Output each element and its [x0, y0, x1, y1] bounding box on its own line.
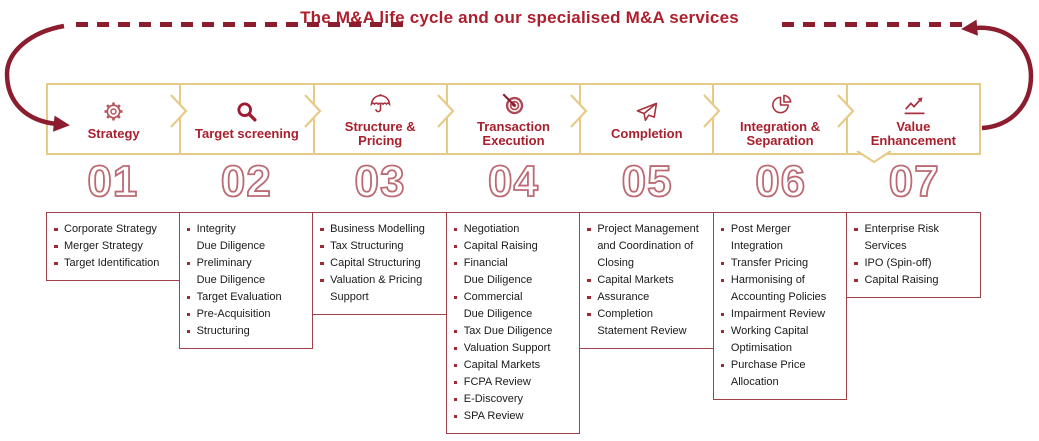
- stage-box-value-enhancement: Value Enhancement: [836, 85, 979, 153]
- stage-box-structure-pricing: Structure & Pricing: [303, 85, 446, 153]
- magnifier-icon: [235, 100, 258, 124]
- chevron-separator-icon: [170, 94, 188, 128]
- cycle-arrow-left: [4, 23, 70, 132]
- pie-chart-icon: [769, 93, 792, 117]
- service-item: Capital Markets: [585, 272, 710, 289]
- stage-number: 07: [888, 156, 940, 207]
- stage-label: Target screening: [195, 125, 299, 141]
- gear-icon: [102, 100, 125, 124]
- service-item: SPA Review: [452, 408, 577, 425]
- service-item: Valuation & Pricing Support: [318, 272, 443, 306]
- service-item: Impairment Review: [719, 306, 844, 323]
- service-item: Capital Structuring: [318, 255, 443, 272]
- service-item: Completion Statement Review: [585, 306, 710, 340]
- stage-label: Value Enhancement: [870, 118, 956, 148]
- stage-box-target-screening: Target screening: [170, 85, 312, 153]
- service-item: Tax Structuring: [318, 238, 443, 255]
- service-item: Post Merger Integration: [719, 221, 844, 255]
- service-item: Purchase Price Allocation: [719, 357, 844, 391]
- service-item: Transfer Pricing: [719, 255, 844, 272]
- service-item: Target Identification: [52, 255, 176, 272]
- service-item: Target Evaluation: [185, 289, 310, 306]
- service-item: Capital Markets: [452, 357, 577, 374]
- stage-number: 04: [487, 156, 539, 207]
- stage-number: 01: [86, 156, 139, 207]
- down-chevron-tail-icon: [856, 151, 892, 164]
- service-item: Capital Raising: [852, 272, 977, 289]
- stage-label: Completion: [611, 125, 683, 141]
- stage-label: Strategy: [87, 125, 140, 141]
- service-item: Enterprise Risk Services: [852, 221, 977, 255]
- chevron-separator-icon: [437, 94, 455, 128]
- stage-box-strategy: Strategy: [48, 85, 179, 153]
- service-item: Merger Strategy: [52, 238, 176, 255]
- service-item: IPO (Spin-off): [852, 255, 977, 272]
- dashed-line-right: [782, 22, 964, 27]
- diagram-title: The M&A life cycle and our specialised M…: [300, 8, 739, 27]
- service-item: Financial Due Diligence: [452, 255, 577, 289]
- service-list-completion: Project Management and Coordination of C…: [579, 212, 714, 349]
- chevron-separator-icon: [703, 94, 721, 128]
- service-item: FCPA Review: [452, 374, 577, 391]
- cycle-arrow-right: [961, 19, 1034, 131]
- stage-number: 03: [354, 156, 406, 207]
- service-item: Integrity Due Diligence: [185, 221, 310, 255]
- chevron-separator-icon: [836, 94, 855, 128]
- stage-number-row: 01 02 03 04 05 06 07: [46, 156, 981, 208]
- stage-header-row: Strategy Target screening: [46, 83, 981, 164]
- umbrella-icon: [369, 93, 392, 117]
- stage-number: 02: [220, 156, 272, 207]
- chevron-separator-icon: [570, 94, 588, 128]
- service-item: Capital Raising: [452, 238, 577, 255]
- dashed-line-left: [76, 22, 404, 27]
- service-item: Corporate Strategy: [52, 221, 176, 238]
- stage-number: 06: [754, 156, 807, 207]
- service-item: Business Modelling: [318, 221, 443, 238]
- stage-box-integration-separation: Integration & Separation: [703, 85, 845, 153]
- chevron-separator-icon: [303, 94, 322, 128]
- service-item: Tax Due Diligence: [452, 323, 577, 340]
- stage-box-transaction-execution: Transaction Execution: [437, 85, 579, 153]
- service-item: Working Capital Optimisation: [719, 323, 844, 357]
- service-item: Negotiation: [452, 221, 577, 238]
- service-item: E-Discovery: [452, 391, 577, 408]
- service-item: Assurance: [585, 289, 710, 306]
- stage-label: Integration & Separation: [739, 118, 821, 148]
- service-item: Project Management and Coordination of C…: [585, 221, 710, 272]
- target-icon: [502, 93, 525, 117]
- service-item: Pre-Acquisition: [185, 306, 310, 323]
- paper-plane-icon: [635, 100, 658, 124]
- service-item: Harmonising of Accounting Policies: [719, 272, 844, 306]
- service-item: Commercial Due Diligence: [452, 289, 577, 323]
- service-item: Structuring: [185, 323, 310, 340]
- stage-label: Structure & Pricing: [344, 118, 416, 148]
- trend-chart-icon: [902, 93, 925, 117]
- service-item: Valuation Support: [452, 340, 577, 357]
- stage-label: Transaction Execution: [477, 118, 550, 148]
- stage-box-completion: Completion: [570, 85, 712, 153]
- service-item: Preliminary Due Diligence: [185, 255, 310, 289]
- stage-number: 05: [621, 156, 673, 207]
